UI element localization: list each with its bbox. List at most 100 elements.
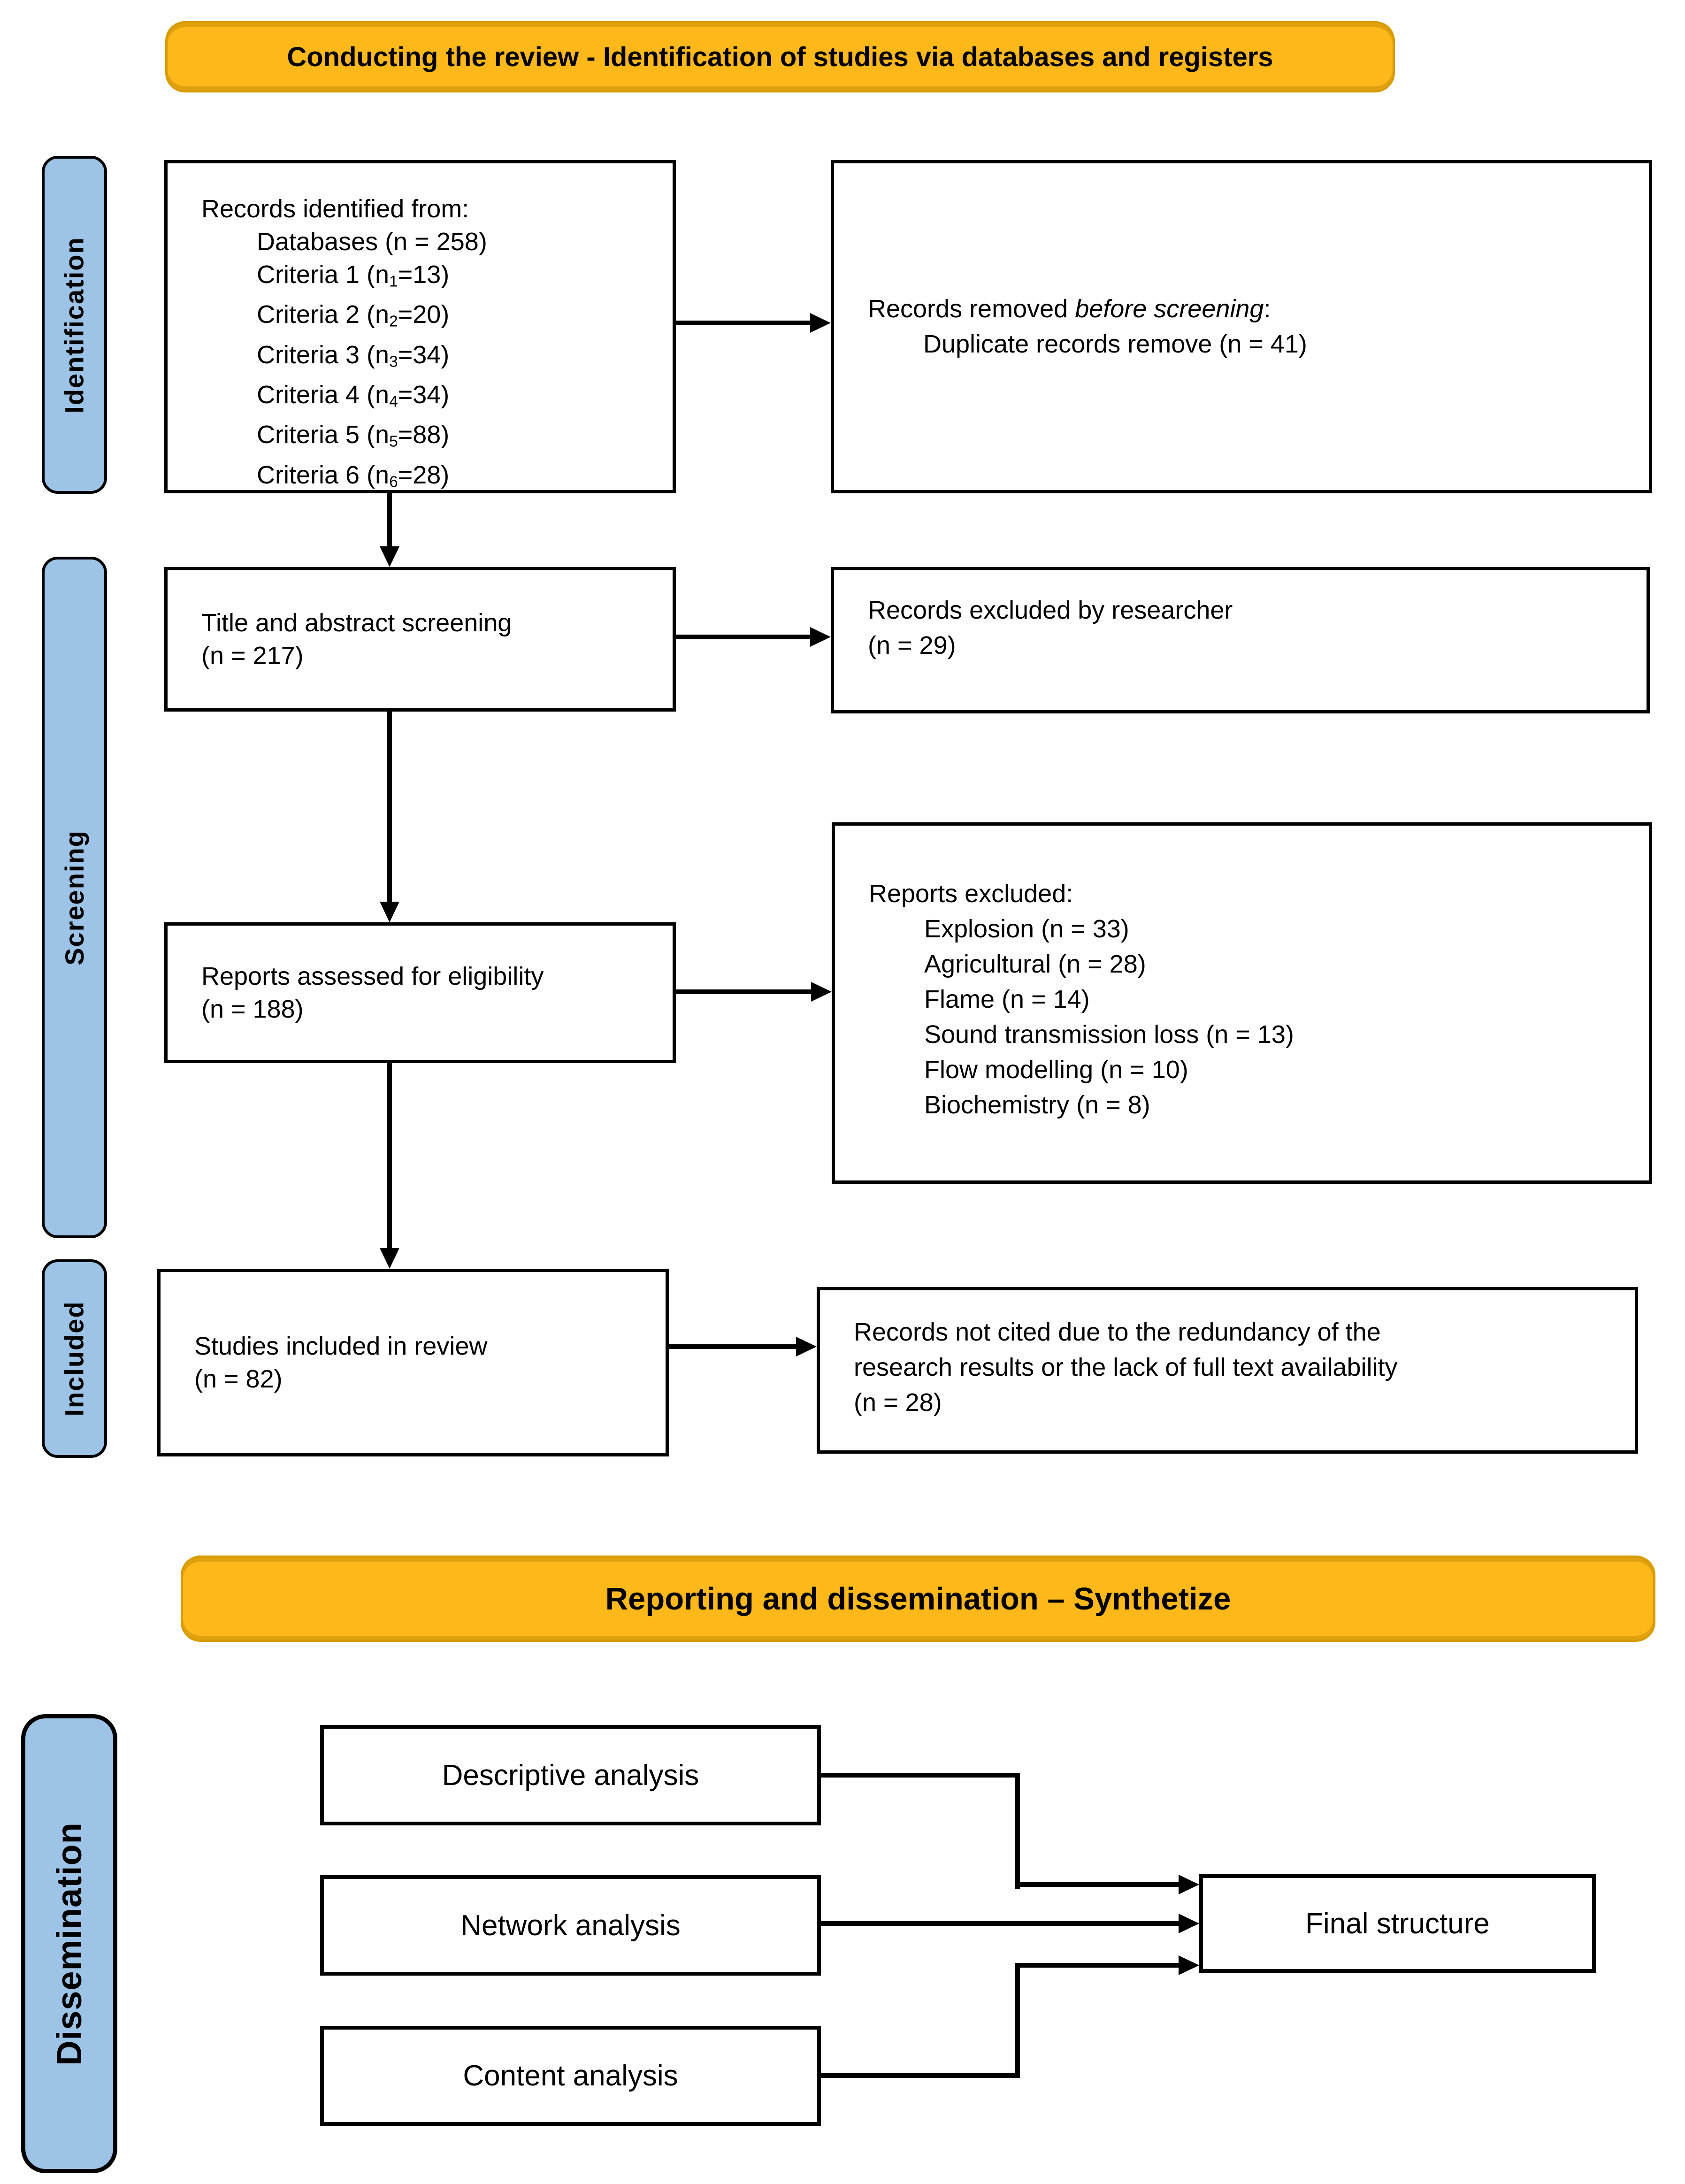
- stage-identification: Identification: [42, 156, 107, 494]
- criteria-2-text: Criteria 2 (n: [257, 300, 390, 329]
- arrow-screening-to-excluded-head: [810, 627, 831, 647]
- arrow-eligibility-to-included-line: [387, 1063, 392, 1251]
- reports-excluded-item-1: Explosion (n = 33): [924, 915, 1129, 943]
- criteria-4-text: Criteria 4 (n: [257, 381, 390, 409]
- criteria-4-count: =34): [398, 381, 450, 409]
- arrow-included-to-not-cited-line: [669, 1344, 798, 1349]
- criteria-6-text: Criteria 6 (n: [257, 460, 390, 489]
- stage-dissemination: Dissemination: [21, 1714, 117, 2173]
- criteria-2-count: =20): [398, 300, 450, 329]
- criteria-line-2: Criteria 2 (n2=20): [201, 298, 659, 338]
- criteria-5-sub: 5: [389, 433, 398, 451]
- stage-screening-label: Screening: [60, 829, 90, 966]
- criteria-6-sub: 6: [389, 473, 398, 491]
- reports-excluded-box: Reports excluded: Explosion (n = 33) Agr…: [832, 822, 1652, 1184]
- stage-identification-label: Identification: [60, 236, 90, 414]
- criteria-3-count: =34): [398, 340, 450, 369]
- final-structure-box: Final structure: [1199, 1874, 1596, 1973]
- excluded-researcher-line2: (n = 29): [868, 631, 956, 659]
- criteria-line-4: Criteria 4 (n4=34): [201, 378, 659, 418]
- title-screening-line1: Title and abstract screening: [201, 609, 512, 637]
- criteria-6-count: =28): [398, 460, 450, 489]
- final-structure-label: Final structure: [1305, 1907, 1490, 1940]
- reports-excluded-item-5: Flow modelling (n = 10): [924, 1056, 1188, 1084]
- stage-dissemination-label: Dissemination: [50, 1822, 89, 2066]
- reports-assessed-box: Reports assessed for eligibility (n = 18…: [164, 922, 676, 1063]
- criteria-3-text: Criteria 3 (n: [257, 340, 390, 369]
- not-cited-line3: (n = 28): [854, 1388, 942, 1417]
- not-cited-line2: research results or the lack of full tex…: [854, 1353, 1398, 1381]
- studies-included-line1: Studies included in review: [194, 1332, 488, 1360]
- connector-descriptive-h1: [821, 1773, 1020, 1778]
- arrow-identified-to-removed-head: [810, 313, 831, 333]
- connector-content-head: [1179, 1955, 1199, 1975]
- network-analysis-label: Network analysis: [460, 1909, 681, 1942]
- records-removed-suffix: :: [1264, 295, 1271, 323]
- top-banner: Conducting the review - Identification o…: [165, 21, 1395, 92]
- content-analysis-label: Content analysis: [463, 2060, 678, 2092]
- eligibility-line2: (n = 188): [201, 995, 304, 1023]
- records-removed-prefix: Records removed: [868, 295, 1075, 323]
- stage-included-label: Included: [60, 1301, 90, 1417]
- bottom-banner-label: Reporting and dissemination – Synthetize: [605, 1581, 1231, 1617]
- criteria-1-text: Criteria 1 (n: [257, 261, 390, 289]
- connector-network-line: [821, 1921, 1180, 1926]
- criteria-2-sub: 2: [389, 313, 398, 330]
- descriptive-analysis-box: Descriptive analysis: [320, 1725, 821, 1825]
- records-removed-italic: before screening: [1075, 295, 1264, 323]
- records-identified-box: Records identified from: Databases (n = …: [164, 160, 676, 493]
- connector-content-v: [1015, 1963, 1020, 2078]
- arrow-screening-to-excluded-line: [676, 635, 812, 639]
- stage-screening: Screening: [42, 557, 107, 1238]
- arrow-identified-to-screening-line: [387, 493, 392, 549]
- connector-descriptive-head: [1179, 1875, 1199, 1894]
- arrow-included-to-not-cited-head: [796, 1337, 817, 1356]
- connector-content-h1: [821, 2073, 1020, 2078]
- reports-excluded-title: Reports excluded:: [869, 880, 1073, 908]
- stage-included: Included: [42, 1259, 107, 1458]
- records-not-cited-box: Records not cited due to the redundancy …: [817, 1287, 1638, 1454]
- records-removed-box: Records removed before screening: Duplic…: [831, 160, 1652, 493]
- arrow-identified-to-screening-head: [380, 546, 399, 567]
- network-analysis-box: Network analysis: [320, 1875, 821, 1976]
- criteria-4-sub: 4: [389, 393, 398, 411]
- studies-included-box: Studies included in review (n = 82): [157, 1269, 669, 1456]
- criteria-line-5: Criteria 5 (n5=88): [201, 418, 659, 458]
- arrow-eligibility-to-included-head: [380, 1248, 399, 1269]
- reports-excluded-item-6: Biochemistry (n = 8): [924, 1091, 1150, 1119]
- reports-excluded-item-4: Sound transmission loss (n = 13): [924, 1020, 1294, 1049]
- content-analysis-box: Content analysis: [320, 2026, 821, 2126]
- criteria-line-6: Criteria 6 (n6=28): [201, 459, 659, 498]
- criteria-5-text: Criteria 5 (n: [257, 421, 390, 449]
- records-identified-title: Records identified from:: [201, 195, 469, 223]
- descriptive-analysis-label: Descriptive analysis: [442, 1759, 699, 1792]
- reports-excluded-item-2: Agricultural (n = 28): [924, 950, 1146, 978]
- not-cited-line1: Records not cited due to the redundancy …: [854, 1318, 1381, 1346]
- excluded-researcher-line1: Records excluded by researcher: [868, 596, 1233, 624]
- title-abstract-screening-box: Title and abstract screening (n = 217): [164, 567, 676, 712]
- criteria-3-sub: 3: [389, 353, 398, 371]
- arrow-identified-to-removed-line: [676, 321, 812, 325]
- connector-network-head: [1179, 1914, 1199, 1933]
- records-removed-line2: Duplicate records remove (n = 41): [923, 330, 1307, 358]
- connector-descriptive-h2: [1015, 1882, 1180, 1887]
- eligibility-line1: Reports assessed for eligibility: [201, 962, 544, 990]
- arrow-eligibility-to-reports-excluded-head: [811, 982, 832, 1002]
- connector-content-h2: [1015, 1963, 1180, 1968]
- top-banner-label: Conducting the review - Identification o…: [287, 41, 1273, 72]
- bottom-banner: Reporting and dissemination – Synthetize: [181, 1556, 1655, 1642]
- arrow-screening-to-eligibility-head: [380, 902, 399, 922]
- criteria-1-sub: 1: [389, 273, 398, 291]
- criteria-line-3: Criteria 3 (n3=34): [201, 338, 659, 378]
- connector-descriptive-v: [1015, 1773, 1020, 1889]
- reports-excluded-item-3: Flame (n = 14): [924, 985, 1090, 1013]
- databases-line: Databases (n = 258): [257, 228, 487, 256]
- criteria-line-1: Criteria 1 (n1=13): [201, 258, 659, 298]
- arrow-eligibility-to-reports-excluded-line: [676, 989, 813, 994]
- title-screening-line2: (n = 217): [201, 642, 304, 670]
- criteria-5-count: =88): [398, 421, 450, 449]
- records-excluded-researcher-box: Records excluded by researcher (n = 29): [831, 567, 1650, 713]
- criteria-1-count: =13): [398, 261, 450, 289]
- arrow-screening-to-eligibility-line: [387, 712, 392, 903]
